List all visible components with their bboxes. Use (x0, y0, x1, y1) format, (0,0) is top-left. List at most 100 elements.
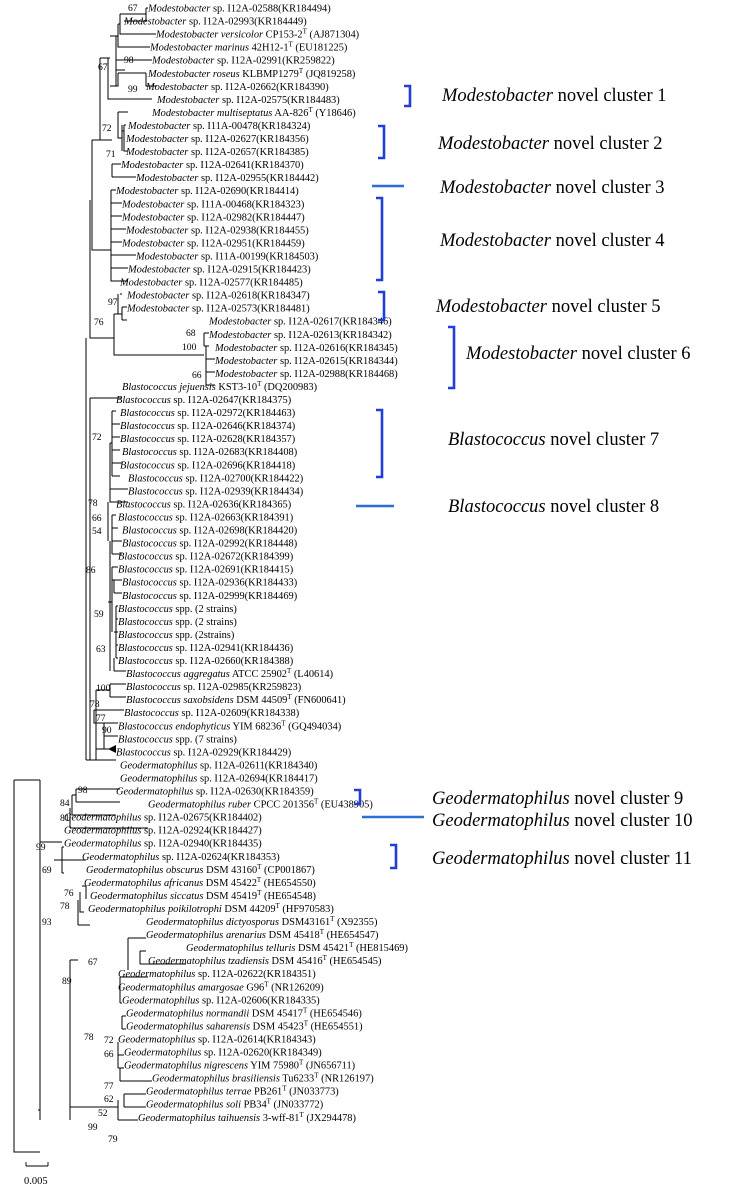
bootstrap-value: 72 (104, 1035, 114, 1046)
leaf-genus: Blastococcus (118, 617, 173, 628)
leaf-label: Geodermatophilus amargosae G96T (NR12620… (118, 980, 324, 993)
bootstrap-value: 86 (86, 565, 96, 576)
leaf-strain: sp. I12A-02929(KR184429) (171, 747, 291, 758)
leaf-genus: Blastococcus aggregatus (126, 669, 230, 680)
bootstrap-value: 84 (60, 798, 70, 809)
leaf-strain: DSM 45417 (249, 1008, 303, 1019)
leaf-strain: sp. I11A-00468(KR184323) (184, 199, 304, 210)
leaf-label: Blastococcus spp. (7 strains) (118, 734, 237, 745)
leaf-accession: (HE654550) (261, 878, 316, 889)
leaf-strain: sp. I12A-02662(KR184390) (208, 82, 328, 93)
bootstrap-value: 66 (92, 513, 102, 524)
leaf-genus: Geodermatophilus (64, 813, 141, 824)
leaf-genus: Geodermatophilus amargosae (118, 982, 244, 993)
leaf-genus: Modestobacter (120, 160, 184, 171)
leaf-label: Geodermatophilus sp. I12A-02620(KR184349… (124, 1048, 322, 1059)
leaf-label: Blastococcus sp. I12A-02609(KR184338) (124, 708, 299, 719)
leaf-label: Geodermatophilus normandii DSM 45417T (H… (126, 1006, 362, 1019)
leaf-strain: sp. I12A-02941(KR184436) (173, 643, 293, 654)
leaf-strain: sp. I12A-02938(KR184455) (188, 225, 308, 236)
tree-branch (119, 13, 156, 35)
leaf-strain: spp. (2 strains) (173, 617, 237, 628)
bootstrap-value: 99 (36, 842, 46, 853)
type-strain-mark: T (320, 928, 325, 936)
leaf-genus: Blastococcus (118, 734, 173, 745)
leaf-genus: Modestobacter (121, 212, 185, 223)
tree-branch (119, 990, 126, 1030)
leaf-genus: Blastococcus (120, 434, 175, 445)
leaf-genus: Modestobacter (214, 356, 278, 367)
leaf-accession: (JQ819258) (303, 69, 355, 80)
bootstrap-value: 66 (192, 370, 202, 381)
type-strain-mark: T (289, 41, 294, 49)
leaf-genus: Modestobacter (119, 278, 183, 289)
bootstrap-value: 72 (102, 123, 112, 134)
leaf-strain: sp. I12A-02691(KR184415) (173, 565, 293, 576)
leaf-strain: sp. I12A-02620(KR184349) (201, 1048, 321, 1059)
bootstrap-value: 78 (90, 699, 100, 710)
leaf-accession: (EU438905) (318, 800, 373, 811)
leaf-genus: Geodermatophilus siccatus (90, 891, 203, 902)
leaf-genus: Modestobacter (135, 251, 199, 262)
leaf-strain: DSM 44509 (234, 695, 288, 706)
cluster-label: Modestobacter novel cluster 1 (441, 86, 667, 106)
leaf-strain: sp. I12A-02611(KR184340) (197, 760, 317, 771)
leaf-strain: YIM 75980 (248, 1061, 299, 1072)
leaf-genus: Geodermatophilus telluris (186, 943, 295, 954)
tree-branch (117, 293, 127, 321)
type-strain-mark: T (287, 693, 292, 701)
leaf-label: Geodermatophilus sp. I12A-02924(KR184427… (64, 826, 262, 837)
bootstrap-value: 78 (60, 901, 70, 912)
leaf-genus: Modestobacter roseus (147, 69, 240, 80)
cluster-label: Geodermatophilus novel cluster 11 (432, 849, 692, 869)
type-strain-mark: T (281, 719, 286, 727)
cluster-label: Blastococcus novel cluster 8 (448, 497, 659, 517)
leaf-label: Blastococcus sp. I12A-02936(KR184433) (122, 578, 297, 589)
leaf-label: Geodermatophilus sp. I12A-02624(KR184353… (82, 852, 280, 863)
leaf-label: Blastococcus aggregatus ATCC 25902T (L40… (126, 667, 333, 680)
leaf-accession: (HE654546) (307, 1008, 362, 1019)
tree-branch (117, 111, 128, 139)
tree-branch (111, 566, 122, 606)
leaf-accession: (FN600641) (292, 695, 346, 706)
leaf-strain: PB34 (241, 1100, 268, 1111)
leaf-genus: Modestobacter (147, 4, 211, 15)
type-strain-mark: T (257, 889, 262, 897)
leaf-genus: Geodermatophilus soli (146, 1100, 241, 1111)
tree-branch (110, 189, 136, 282)
leaf-label: Geodermatophilus nigrescens YIM 75980T (… (124, 1059, 355, 1072)
bootstrap-value: 77 (96, 713, 106, 724)
bootstrap-value: 76 (94, 317, 104, 328)
leaf-label: Blastococcus sp. I12A-02646(KR184374) (120, 421, 295, 432)
leaf-label: Modestobacter roseus KLBMP1279T (JQ81925… (147, 67, 355, 80)
type-strain-mark: T (257, 863, 262, 871)
leaf-strain: sp. I12A-02955(KR184442) (198, 173, 318, 184)
leaf-label: Blastococcus sp. I12A-02972(KR184463) (120, 408, 295, 419)
bootstrap-value: 76 (64, 888, 74, 899)
leaf-genus: Blastococcus (122, 578, 177, 589)
cluster-bracket (376, 408, 384, 479)
leaf-genus: Geodermatophilus (82, 852, 159, 863)
leaf-strain: sp. I12A-02991(KR259822) (214, 56, 334, 67)
leaf-genus: Geodermatophilus normandii (126, 1008, 249, 1019)
leaf-strain: sp. I12A-02573(KR184481) (189, 304, 309, 315)
leaf-accession: (Y18646) (313, 108, 356, 119)
leaf-label: Geodermatophilus sp. I12A-02606(KR184335… (122, 995, 320, 1006)
leaf-genus: Geodermatophilus dictyosporus (146, 917, 279, 928)
leaf-label: Modestobacter sp. I12A-02573(KR184481) (126, 304, 310, 315)
cluster-label: Blastococcus novel cluster 7 (448, 430, 659, 450)
tree-branches (13, 7, 215, 1153)
bootstrap-value: 67 (88, 957, 98, 968)
tree-branch (111, 410, 122, 477)
leaf-strain: Tu6233 (280, 1074, 314, 1085)
type-strain-mark: T (303, 28, 308, 36)
leaf-label: Geodermatophilus soli PB34T (JN033772) (146, 1098, 323, 1111)
tree-branch (119, 937, 186, 990)
tree-branch (109, 442, 128, 503)
tree-branch (75, 788, 120, 803)
type-strain-mark: T (299, 67, 304, 75)
leaf-label: Blastococcus sp. I12A-02647(KR184375) (116, 395, 291, 406)
leaf-genus: Blastococcus (116, 747, 171, 758)
tree-branch (113, 313, 204, 356)
